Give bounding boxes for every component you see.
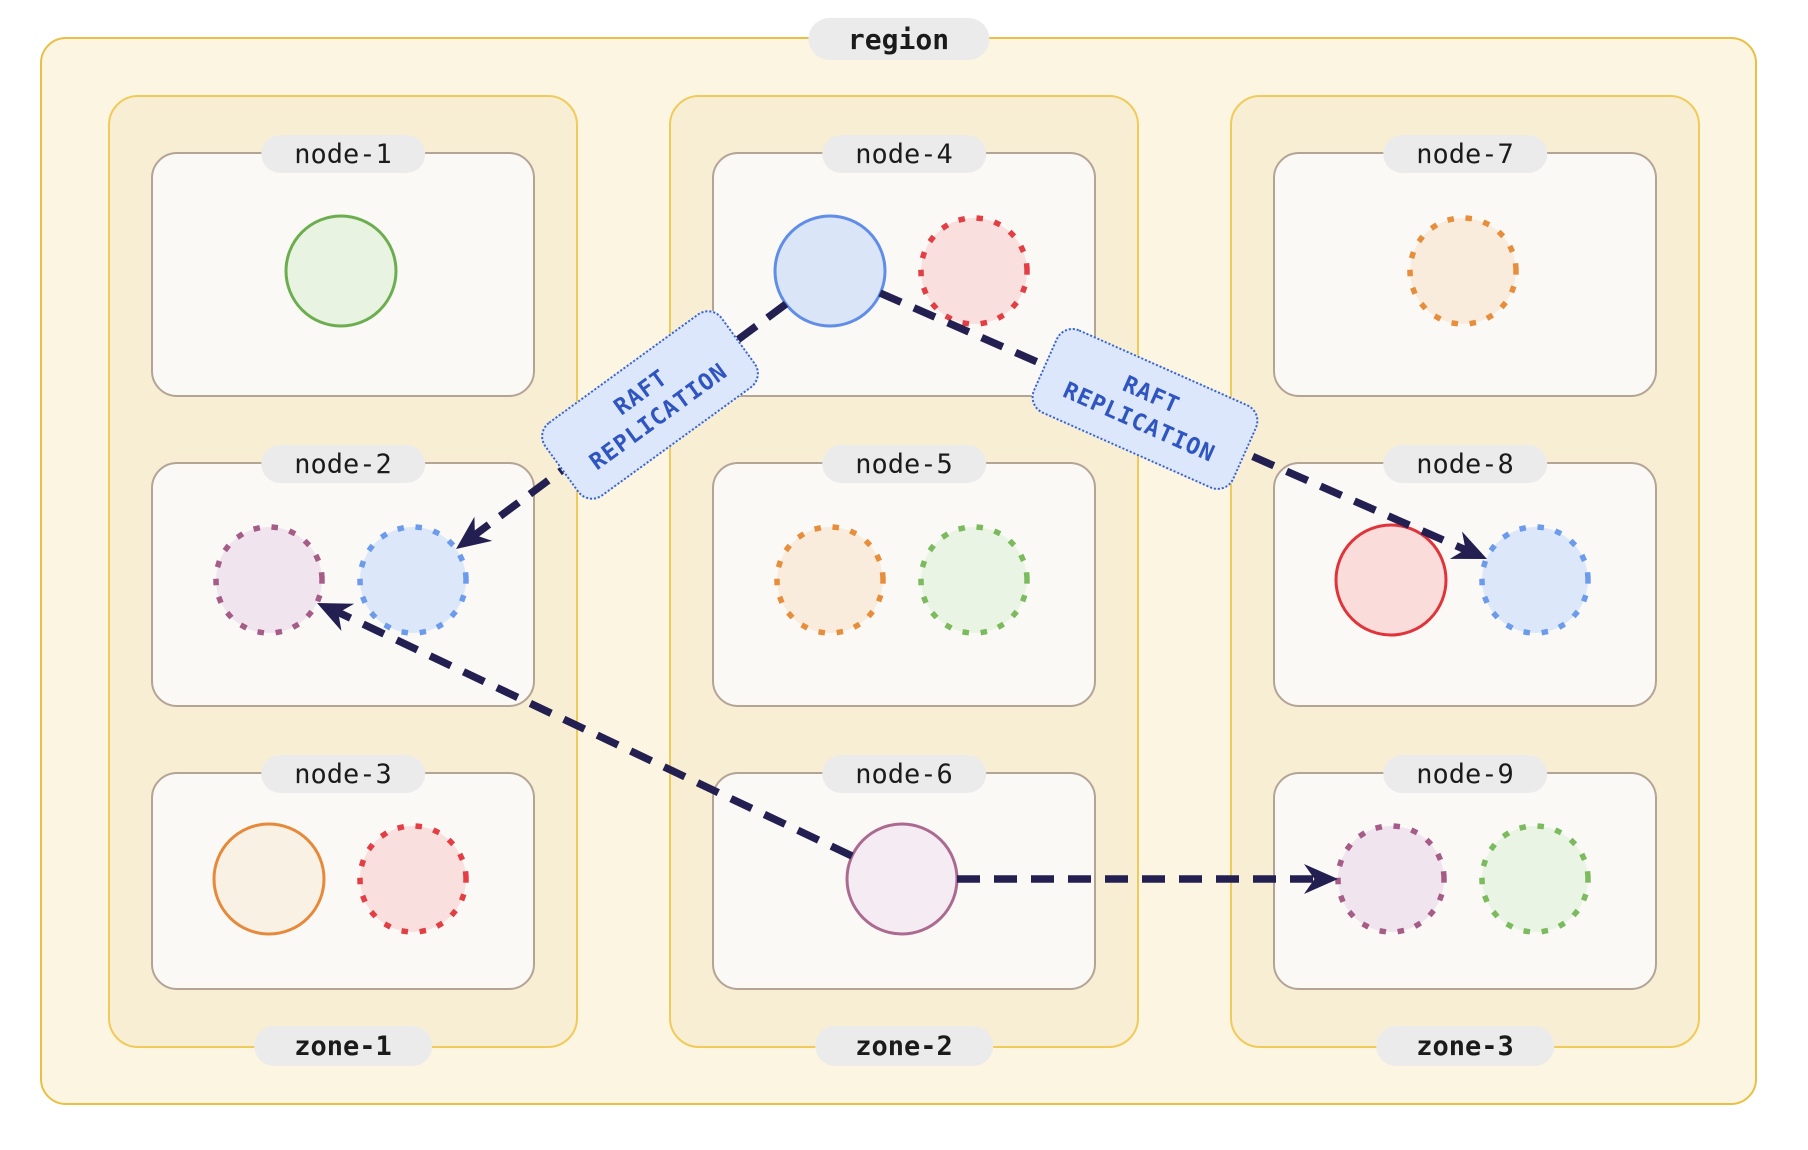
zone-3: node-7 node-8 node-9 zone-3: [1230, 95, 1700, 1066]
zones-row: node-1 node-2 node-3 zone-1 node-4 node-…: [42, 39, 1755, 1066]
node-1: node-1: [151, 135, 535, 397]
zone-3-label: zone-3: [1376, 1026, 1554, 1066]
node-2-label: node-2: [261, 445, 425, 483]
node-5: node-5: [712, 445, 1096, 707]
node-4-label: node-4: [822, 135, 986, 173]
node-7-label: node-7: [1383, 135, 1547, 173]
zone-2: node-4 node-5 node-6 zone-2: [669, 95, 1139, 1066]
node-8: node-8: [1273, 445, 1657, 707]
node-5-label: node-5: [822, 445, 986, 483]
node-9: node-9: [1273, 755, 1657, 990]
zone-1-label: zone-1: [254, 1026, 432, 1066]
node-1-label: node-1: [261, 135, 425, 173]
node-8-label: node-8: [1383, 445, 1547, 483]
node-2: node-2: [151, 445, 535, 707]
node-9-label: node-9: [1383, 755, 1547, 793]
zone-2-label: zone-2: [815, 1026, 993, 1066]
node-6-label: node-6: [822, 755, 986, 793]
region-container: region node-1 node-2 node-3 zone-1 node-…: [40, 18, 1757, 1105]
zone-1: node-1 node-2 node-3 zone-1: [108, 95, 578, 1066]
region-label: region: [807, 18, 990, 60]
node-7: node-7: [1273, 135, 1657, 397]
node-3: node-3: [151, 755, 535, 990]
node-4: node-4: [712, 135, 1096, 397]
node-6: node-6: [712, 755, 1096, 990]
node-3-label: node-3: [261, 755, 425, 793]
